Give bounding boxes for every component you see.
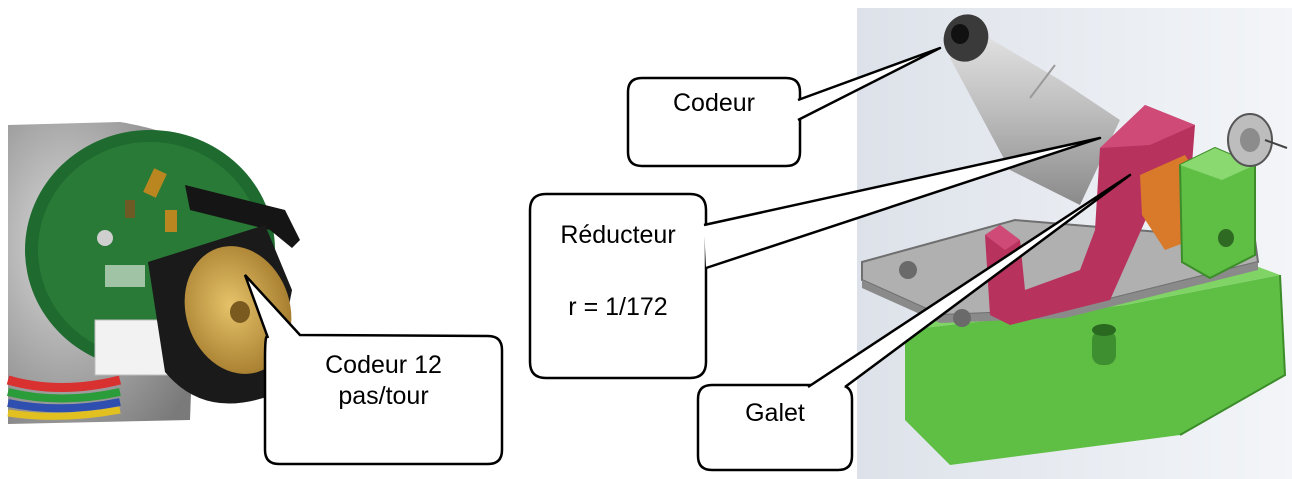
callout-roller-pointer: [807, 173, 1132, 389]
hall-sensor: [185, 185, 300, 248]
cad-assembly: [857, 8, 1292, 479]
callout-gearbox-pointer: [703, 136, 1102, 270]
callout-encoder-photo-bubble: [243, 274, 504, 466]
green-base-block: [905, 275, 1285, 465]
shaft-hole: [230, 301, 250, 323]
callout-gearbox-bubble: [528, 192, 708, 380]
magenta-bracket: [985, 105, 1195, 325]
connector: [94, 319, 171, 376]
callout-encoder-model-pointer: [797, 46, 942, 122]
callout-roller-bubble: [696, 383, 854, 472]
motor-body: [950, 18, 1120, 205]
encoder-photo: [6, 122, 308, 424]
callout-encoder-model-bubble: [626, 76, 802, 168]
